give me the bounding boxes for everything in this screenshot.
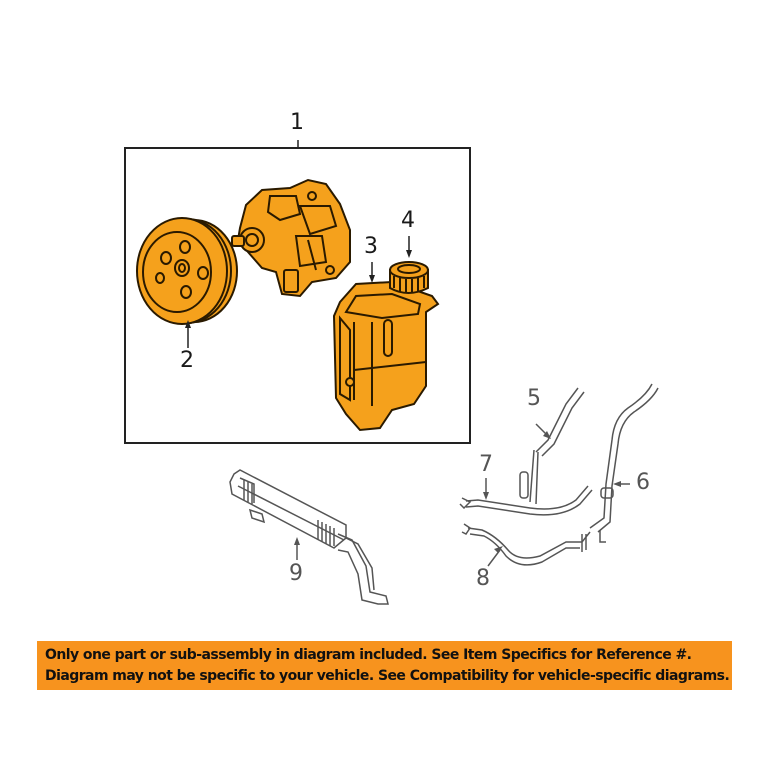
callout-9: 9 xyxy=(289,561,303,586)
callout-4: 4 xyxy=(401,208,415,233)
hoses-illustration xyxy=(459,383,659,566)
callout-2: 2 xyxy=(180,348,194,373)
callout-7: 7 xyxy=(479,452,493,477)
callout-6: 6 xyxy=(636,470,650,495)
pump-body-illustration xyxy=(231,178,351,298)
notice-line-2: Diagram may not be specific to your vehi… xyxy=(45,668,730,684)
notice-line-1: Only one part or sub-assembly in diagram… xyxy=(45,647,692,663)
callout-8: 8 xyxy=(476,566,490,591)
notice-banner: Only one part or sub-assembly in diagram… xyxy=(37,641,732,690)
callout-5: 5 xyxy=(527,386,541,411)
callout-1: 1 xyxy=(290,110,304,135)
oil-cooler-illustration xyxy=(229,469,389,605)
reservoir-illustration xyxy=(332,280,440,432)
reservoir-cap-illustration xyxy=(389,261,429,294)
pulley-illustration xyxy=(136,217,238,325)
callout-3: 3 xyxy=(364,234,378,259)
